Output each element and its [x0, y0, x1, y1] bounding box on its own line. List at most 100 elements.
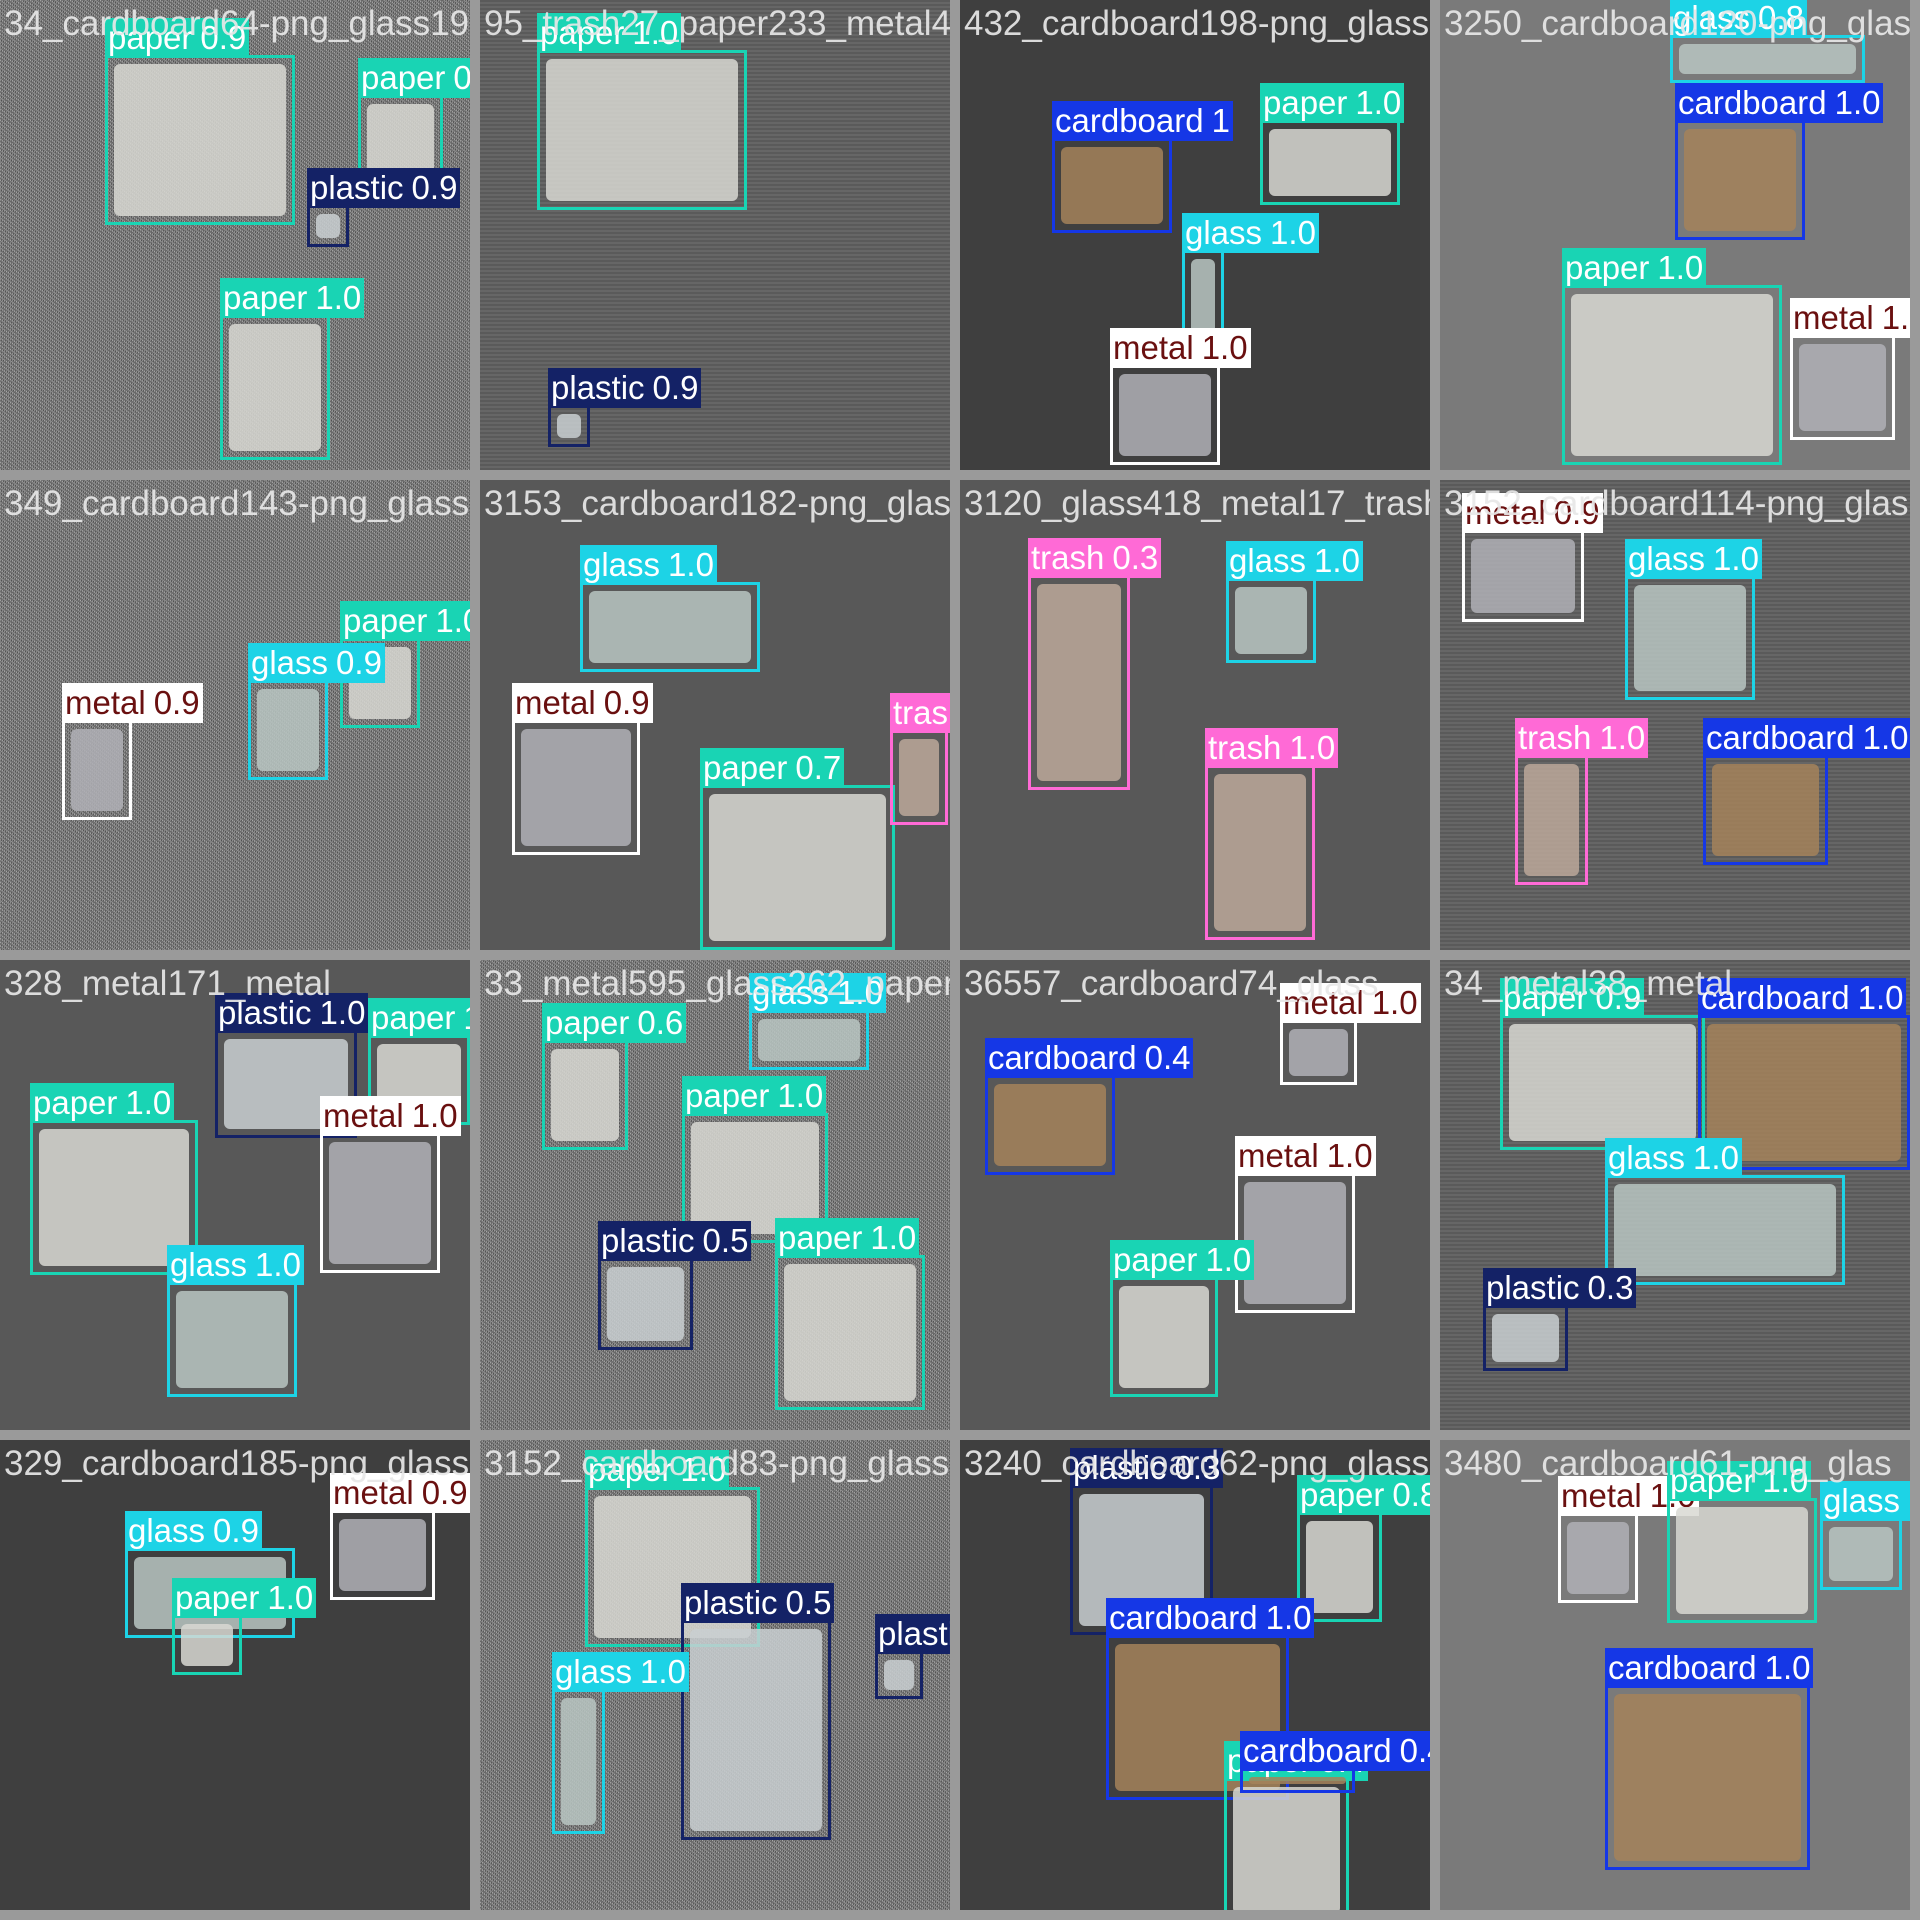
tile-filename: 3480_cardboard61-png_glas: [1444, 1444, 1892, 1483]
mosaic-tile: paper0.9paper0.8plastic0.9paper1.034_car…: [0, 0, 470, 470]
tile-filename: 3240_cardboard62-png_glass: [964, 1444, 1430, 1483]
detection-box-glass: glass1.0: [1820, 1481, 1910, 1590]
detection-score: 1.0: [319, 994, 366, 1031]
detection-class: paper: [33, 1084, 118, 1121]
detection-class: metal: [1113, 329, 1194, 366]
detection-class: plastic: [601, 1222, 695, 1259]
detection-class: metal: [333, 1474, 414, 1511]
object-glass: [1191, 259, 1215, 336]
object-metal: [1289, 1029, 1348, 1076]
detection-class: glass: [583, 546, 661, 583]
detection-score: 0.9: [603, 684, 650, 721]
object-cardboard: [1249, 1777, 1346, 1784]
detection-score: 0.6: [637, 1004, 684, 1041]
detection-class: paper: [1263, 84, 1348, 121]
object-cardboard: [1614, 1694, 1801, 1861]
detection-class: cardboard: [1243, 1732, 1392, 1769]
detection-class: metal: [1465, 494, 1546, 531]
tile-filename: 329_cardboard185-png_glass: [4, 1444, 470, 1483]
detection-class: metal: [1238, 1137, 1319, 1174]
tile-filename: 328_metal171_metal: [4, 964, 331, 1003]
object-plastic: [557, 414, 581, 438]
detection-class: plastic: [218, 994, 312, 1031]
object-metal: [1244, 1182, 1346, 1304]
object-metal: [521, 729, 631, 846]
object-metal: [1567, 1522, 1629, 1594]
detection-score: 1.0: [1862, 719, 1909, 756]
detection-class: plastic: [310, 169, 404, 206]
detection-score: 0.9: [421, 1474, 468, 1511]
object-glass: [758, 1019, 860, 1061]
object-metal: [1799, 344, 1886, 431]
object-metal: [1471, 539, 1575, 613]
tile-filename: 3153_cardboard182-png_glass: [484, 484, 950, 523]
detection-score: 1.0: [1326, 1137, 1373, 1174]
detection-class: metal: [1561, 1477, 1642, 1514]
detection-score: 1.0: [1834, 84, 1881, 121]
detection-class: paper: [1113, 1241, 1198, 1278]
detection-score: 1.0: [680, 1451, 727, 1488]
detection-class: cardboard: [1109, 1599, 1258, 1636]
mosaic-tile: glass0.8cardboard1.0paper1.0metal1.03250…: [1440, 0, 1910, 470]
detection-score: 1.0: [1908, 1482, 1910, 1519]
detection-score: 0.7: [795, 749, 842, 786]
detection-score: 1.0: [1289, 729, 1336, 766]
detection-score: 0.3: [1174, 1449, 1221, 1486]
detection-class: glass: [128, 1512, 206, 1549]
object-glass: [257, 689, 319, 771]
object-trash: [1524, 764, 1579, 876]
detection-class: plastic: [1073, 1449, 1167, 1486]
detection-score: 1.0: [1355, 84, 1402, 121]
object-trash: [899, 739, 939, 816]
detection-class: glass: [1628, 540, 1706, 577]
detection-class: trash: [1518, 719, 1592, 756]
detection-class: metal: [515, 684, 596, 721]
detection-class: trash: [1031, 539, 1105, 576]
object-paper: [39, 1129, 189, 1266]
